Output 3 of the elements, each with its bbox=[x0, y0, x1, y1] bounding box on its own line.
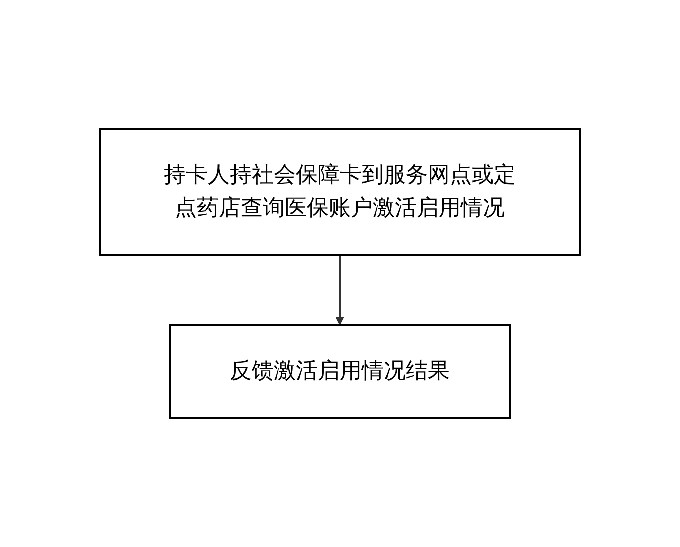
arrow bbox=[336, 255, 344, 326]
node-box: 反馈激活启用情况结果 bbox=[169, 324, 511, 419]
node-box: 持卡人持社会保障卡到服务网点或定点药店查询医保账户激活启用情况 bbox=[99, 128, 581, 256]
